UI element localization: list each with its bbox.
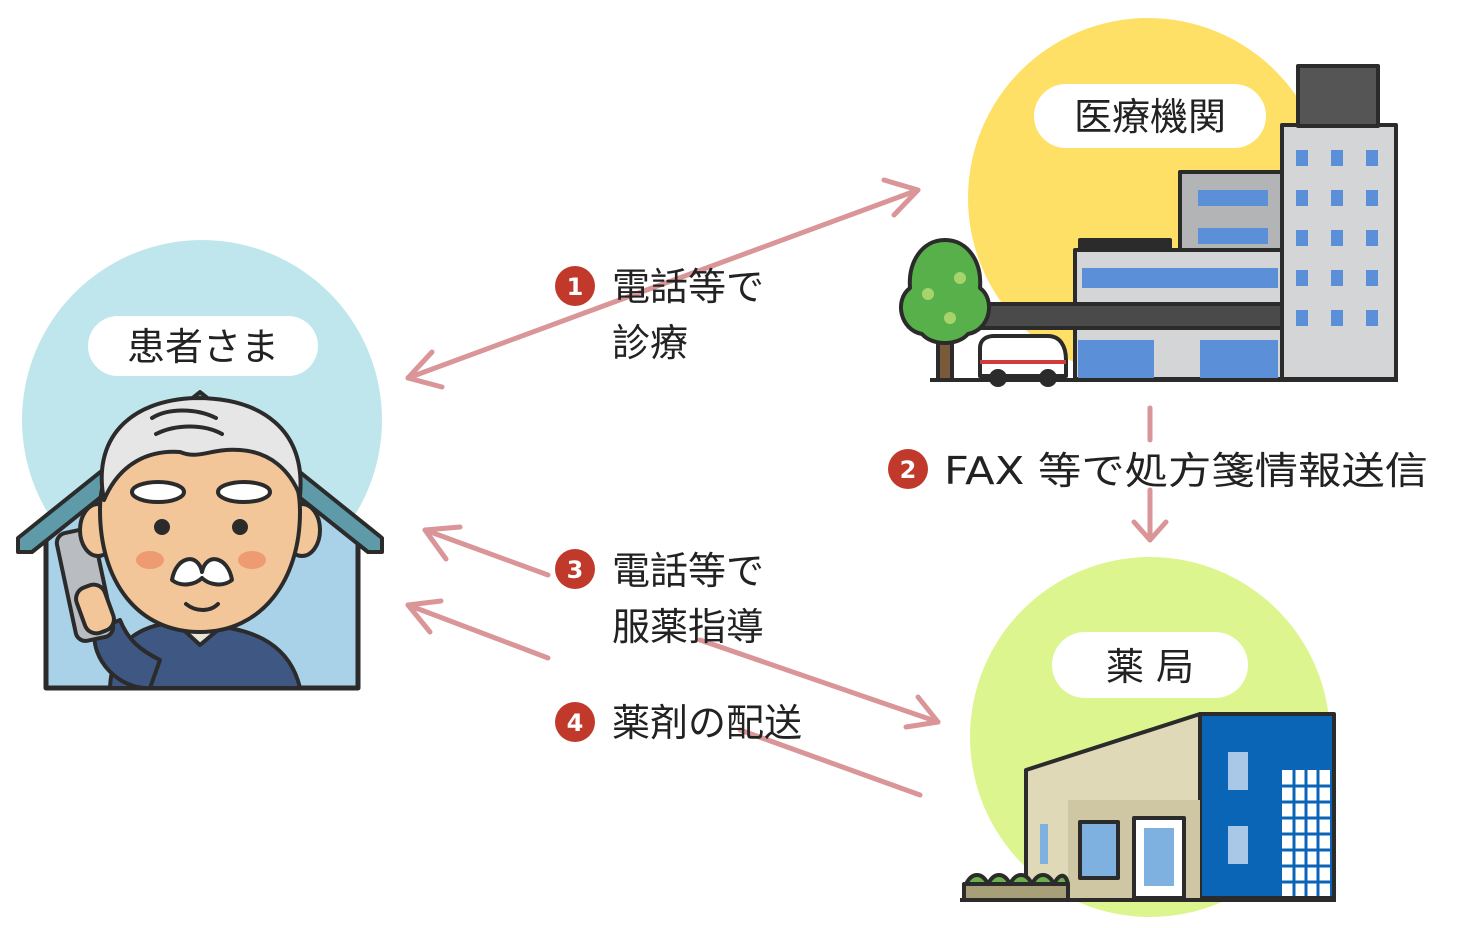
step-3: 3 電話等で 服薬指導 xyxy=(555,549,764,649)
step-3-line1: 電話等で xyxy=(612,549,764,593)
arrow-step-2 xyxy=(1131,405,1169,543)
step-3-badge xyxy=(555,549,595,589)
step-1-number: 1 xyxy=(567,273,584,301)
step-1: 1 電話等で 診療 xyxy=(555,265,764,365)
arrow-step-1 xyxy=(405,177,921,390)
arrow-step-4 xyxy=(405,598,923,798)
hospital-windows xyxy=(1078,150,1378,378)
patient-label-pill xyxy=(88,316,318,376)
step-4-number: 4 xyxy=(567,709,584,737)
pharmacy-label-pill xyxy=(1052,632,1248,698)
pharmacy-node: 薬 局 xyxy=(960,557,1336,917)
tree-icon xyxy=(899,238,991,382)
arrows xyxy=(405,177,1169,798)
step-2-badge xyxy=(888,449,928,489)
step-2-number: 2 xyxy=(900,456,917,484)
step-4-badge xyxy=(555,702,595,742)
ambulance-icon xyxy=(978,334,1068,387)
step-1-line1: 電話等で xyxy=(612,265,764,309)
step-2-line1: FAX 等で処方箋情報送信 xyxy=(944,449,1428,493)
step-4: 4 薬剤の配送 xyxy=(555,701,802,745)
arrow-step-3 xyxy=(422,524,941,730)
step-3-line2: 服薬指導 xyxy=(612,605,764,649)
patient-node: 患者さま xyxy=(16,240,384,691)
pharmacy-label: 薬 局 xyxy=(1106,645,1194,689)
step-1-badge xyxy=(555,266,595,306)
pharmacy-window-grid xyxy=(1282,770,1330,896)
patient-label: 患者さま xyxy=(127,325,279,369)
step-3-number: 3 xyxy=(567,556,584,584)
hospital-node: 医療機関 xyxy=(899,18,1398,387)
hospital-label-pill xyxy=(1034,84,1266,148)
hospital-label: 医療機関 xyxy=(1074,95,1226,139)
step-1-line2: 診療 xyxy=(612,321,688,365)
step-4-line1: 薬剤の配送 xyxy=(612,701,802,745)
step-2: 2 FAX 等で処方箋情報送信 xyxy=(888,449,1428,493)
elderly-man-icon xyxy=(54,396,322,691)
